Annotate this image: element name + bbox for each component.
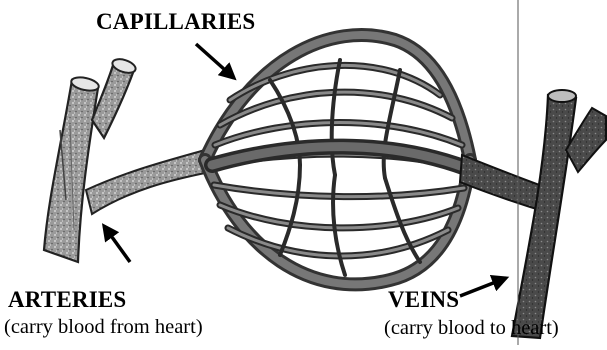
arteries-label: ARTERIES xyxy=(8,288,126,311)
arteries-note: (carry blood from heart) xyxy=(4,317,203,338)
veins-arrow xyxy=(460,278,506,296)
artery-vessel xyxy=(44,57,137,262)
venule xyxy=(460,155,548,212)
veins-note: (carry blood to heart) xyxy=(384,318,559,339)
arteries-arrow xyxy=(104,226,130,262)
veins-label: VEINS xyxy=(388,288,459,311)
arteriole xyxy=(86,150,210,214)
capillaries-arrow xyxy=(196,44,234,78)
vein-vessel xyxy=(512,90,606,338)
capillaries-label: CAPILLARIES xyxy=(96,10,255,33)
capillary-bed xyxy=(205,35,470,284)
